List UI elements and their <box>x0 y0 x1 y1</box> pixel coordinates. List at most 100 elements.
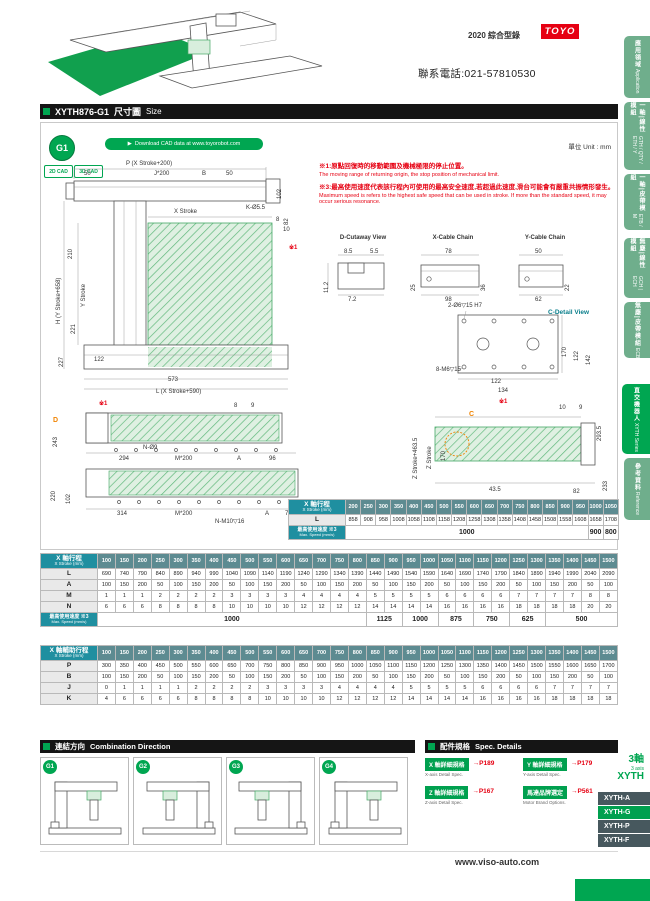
column-header: 800 <box>347 645 367 661</box>
dim-label: 82 <box>573 489 580 495</box>
dim-label: 43.5 <box>489 487 501 493</box>
series-tab-xyth-f[interactable]: XYTH-F <box>598 834 650 847</box>
column-header: 600 <box>276 645 296 661</box>
cad-3d-button[interactable]: 3D CAD <box>74 165 103 178</box>
sidebar-tab-ecb[interactable]: 無塵|皮帶模組 ECB <box>624 302 650 358</box>
table-cell: 5 <box>437 682 457 694</box>
sidebar-tab-gth-gty-eth-y[interactable]: 一軸|線性模組 GTH / QTY / ETH / Y <box>624 102 650 170</box>
g2-sketch <box>142 781 216 835</box>
table-cell: 50 <box>580 671 600 683</box>
row-label: L <box>40 568 98 580</box>
dim-label: 10 <box>283 227 290 233</box>
table-cell: 700 <box>240 660 260 672</box>
cad-2d-button[interactable]: 2D CAD <box>44 165 73 178</box>
table-cell: 18 <box>527 601 547 613</box>
table-cell: 6 <box>150 693 170 705</box>
column-header: 500 <box>240 553 260 569</box>
table-cell: 5 <box>455 682 475 694</box>
table-cell: 20 <box>580 601 600 613</box>
sidebar-tab-application[interactable]: 應用領域 Application <box>624 36 650 98</box>
column-header: 250 <box>150 645 170 661</box>
max-speed-value: 1000 <box>97 612 367 627</box>
table-cell: 100 <box>598 579 619 591</box>
table-cell: 16 <box>455 601 475 613</box>
table-cell: 14 <box>365 601 385 613</box>
combination-g3: G3 <box>226 757 315 845</box>
section-accent <box>43 108 50 115</box>
g3-sketch <box>234 781 308 835</box>
section-title-bar: XYTH876-G1 尺寸圖 Size <box>40 104 618 119</box>
series-tab-xyth-p[interactable]: XYTH-P <box>598 820 650 833</box>
brand-logo: TOYO <box>541 24 579 39</box>
page-ref: →P167 <box>472 788 495 795</box>
table-cell: 3 <box>276 590 296 602</box>
table-cell: 1650 <box>580 660 600 672</box>
table-cell: 908 <box>360 514 377 526</box>
spec-link-z-axis[interactable]: Z 軸詳細規格 Z-axis Detail Spec. →P167 <box>425 786 495 805</box>
spec-link-x-axis[interactable]: X 軸詳細規格 X-axis Detail Spec. →P189 <box>425 758 495 777</box>
table-cell: 100 <box>240 671 260 683</box>
table-cell: 8 <box>204 693 224 705</box>
table-cell: 1 <box>150 682 170 694</box>
table-cell: 1000 <box>347 660 367 672</box>
table-cell: 7 <box>598 682 619 694</box>
g1-badge: G1 <box>49 135 75 161</box>
sidebar-tab-xyth-series[interactable]: 直交機器人 XYTH Series <box>622 384 650 454</box>
section-title-en: Size <box>146 107 162 116</box>
table-cell: 690 <box>97 568 116 580</box>
table-cell: 5 <box>365 590 385 602</box>
dim-label: 142 <box>586 354 592 365</box>
column-header: 750 <box>329 553 349 569</box>
table-cell: 3 <box>294 682 314 694</box>
y-cable-chain-title: Y-Cable Chain <box>524 235 566 241</box>
spec-link-y-axis[interactable]: Y 軸詳細規格 Y-axis Detail Spec. →P179 <box>523 758 593 777</box>
table-cell: 100 <box>97 579 116 591</box>
table-cell: 1840 <box>509 568 529 580</box>
column-header: 950 <box>401 553 421 569</box>
column-header: 550 <box>451 499 468 515</box>
table-cell: 890 <box>168 568 188 580</box>
sidebar-tab-etb-m[interactable]: 一軸|皮帶模組 ETB / M <box>624 174 650 230</box>
tab-label-en: ETB / M <box>631 214 643 227</box>
table-cell: 2 <box>186 682 206 694</box>
download-cad-button[interactable]: ▶ Download CAD data at www.toyorobot.com <box>105 138 263 150</box>
table-cell: 200 <box>204 671 224 683</box>
series-tab-xyth-g[interactable]: XYTH-G <box>598 806 650 819</box>
spec-link-motor-brand[interactable]: 馬達品牌選定 Motor Brand Options. →P561 <box>523 786 593 805</box>
series-tab-xyth-a[interactable]: XYTH-A <box>598 792 650 805</box>
sidebar-tab-gch-ech[interactable]: 無塵|線性模組 GCH | ECH <box>624 238 650 298</box>
column-header: 1450 <box>580 645 600 661</box>
table-cell: 4 <box>329 682 349 694</box>
table-cell: 8 <box>240 693 260 705</box>
table-cell: 6 <box>491 682 511 694</box>
table-cell: 4 <box>312 590 331 602</box>
table-cell: 50 <box>437 671 457 683</box>
table-cell: 740 <box>114 568 134 580</box>
table-cell: 100 <box>455 671 475 683</box>
table-cell: 1600 <box>562 660 582 672</box>
table-cell: 4 <box>383 682 403 694</box>
combination-g4: G4 <box>319 757 408 845</box>
combination-title-zh: 連結方向 <box>55 742 85 751</box>
column-header: 450 <box>222 553 242 569</box>
column-header: 500 <box>435 499 453 515</box>
sidebar-tab-reference[interactable]: 參考資料 Reference <box>624 458 650 520</box>
series-axis-block: 3軸 3 axis XYTH <box>586 750 644 783</box>
axis-count-en: 3 axis <box>630 765 644 772</box>
row-label: K <box>40 693 98 705</box>
dim-label: ※1 <box>99 401 108 407</box>
column-header: 1000 <box>587 499 604 515</box>
dim-label: K-Ø5.5 <box>246 205 266 211</box>
column-header: 350 <box>186 645 206 661</box>
table-cell: 200 <box>276 671 296 683</box>
table-cell: 1740 <box>473 568 493 580</box>
